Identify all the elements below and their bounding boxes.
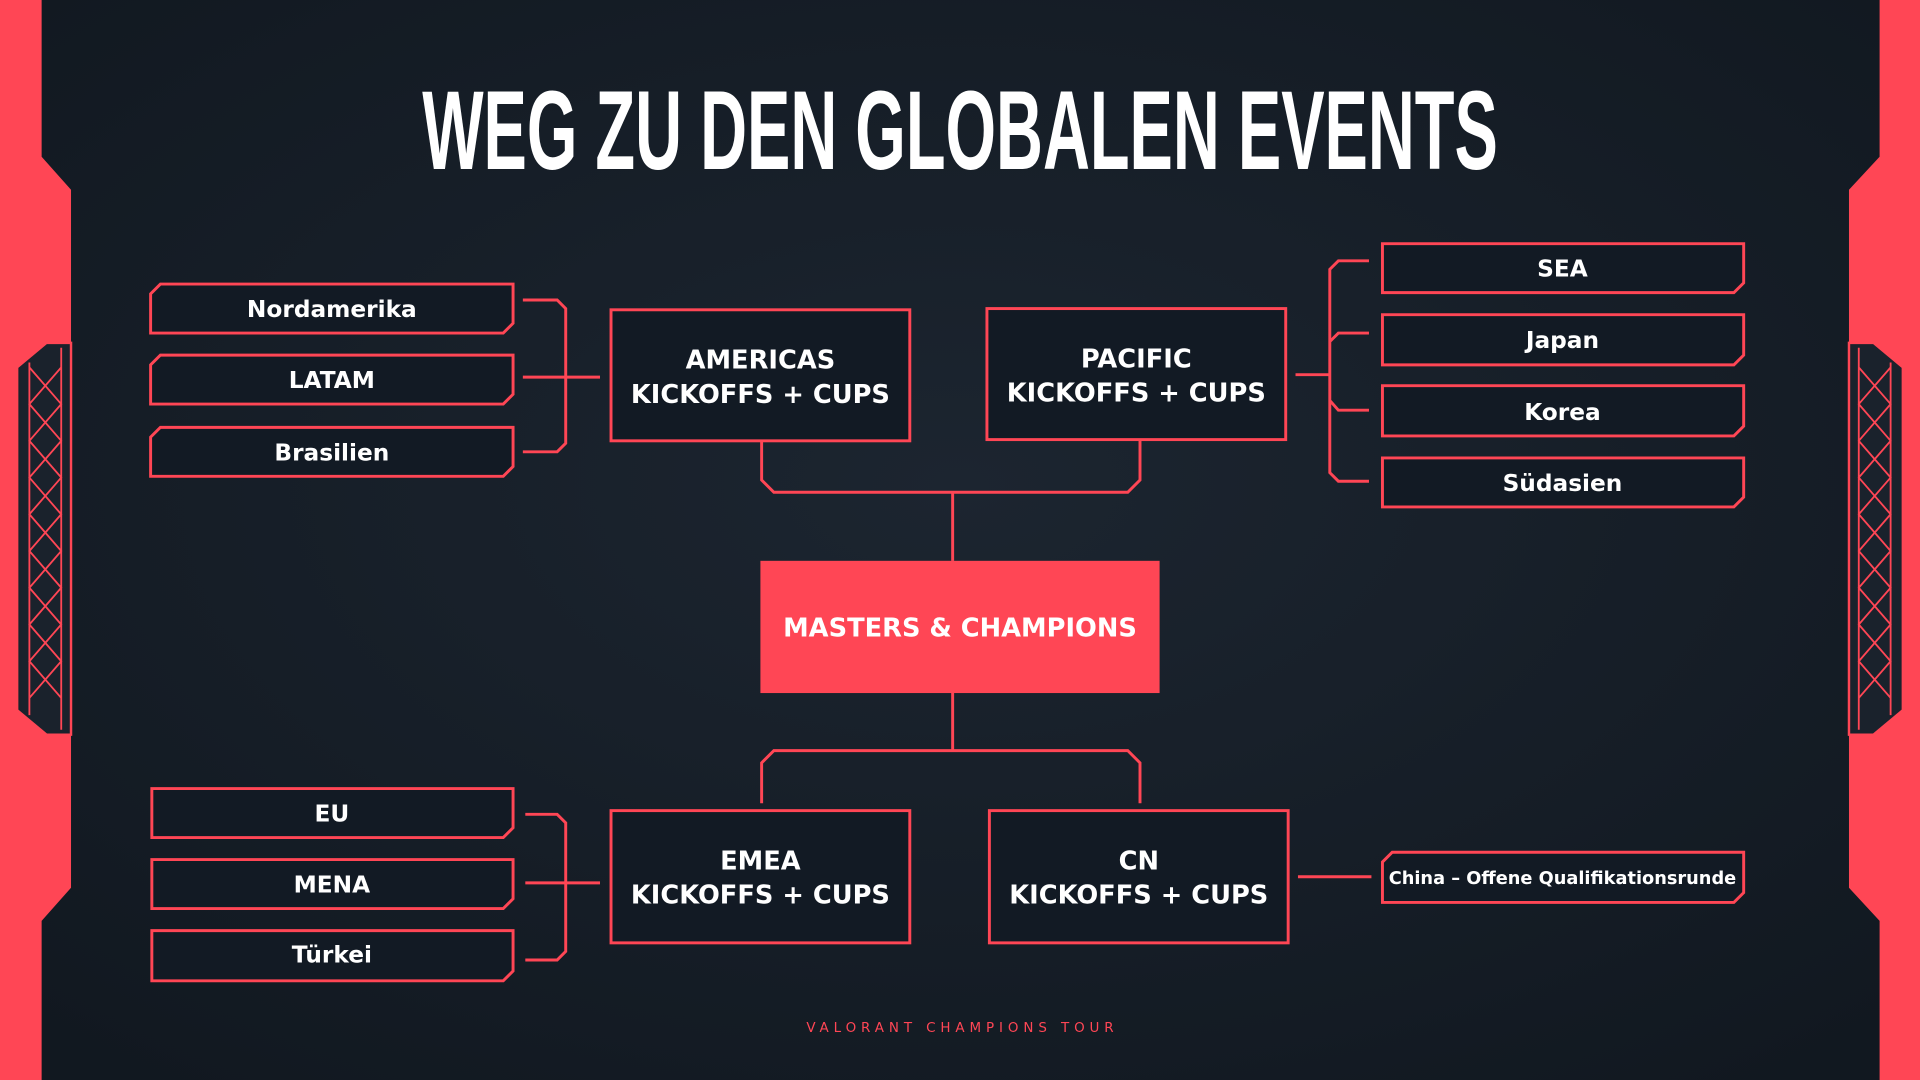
region-japan: Japan xyxy=(1380,313,1746,367)
svg-text:Korea: Korea xyxy=(1524,399,1601,426)
americas-kickoffs-box: AMERICAS KICKOFFS + CUPS xyxy=(609,308,912,443)
svg-text:PACIFIC: PACIFIC xyxy=(1081,344,1192,374)
svg-text:KICKOFFS + CUPS: KICKOFFS + CUPS xyxy=(1007,379,1266,409)
svg-text:KICKOFFS + CUPS: KICKOFFS + CUPS xyxy=(1009,881,1268,911)
page-title: WEG ZU DEN GLOBALEN EVENTS xyxy=(422,67,1498,193)
svg-text:KICKOFFS + CUPS: KICKOFFS + CUPS xyxy=(631,881,890,911)
svg-text:Türkei: Türkei xyxy=(292,941,372,968)
connector-lines xyxy=(522,259,1372,962)
region-tuerkei: Türkei xyxy=(150,929,515,983)
svg-text:China – Offene Qualifikationsr: China – Offene Qualifikationsrunde xyxy=(1389,869,1737,889)
svg-text:SEA: SEA xyxy=(1537,256,1588,283)
region-brasilien: Brasilien xyxy=(149,425,515,478)
region-mena: MENA xyxy=(150,858,515,911)
svg-text:Japan: Japan xyxy=(1524,327,1599,354)
svg-text:EU: EU xyxy=(314,801,349,828)
svg-text:AMERICAS: AMERICAS xyxy=(686,346,836,376)
cn-kickoffs-box: CN KICKOFFS + CUPS xyxy=(987,809,1290,945)
region-china-open-qualifier: China – Offene Qualifikationsrunde xyxy=(1380,850,1746,904)
left-frame xyxy=(0,0,73,1080)
svg-text:KICKOFFS + CUPS: KICKOFFS + CUPS xyxy=(631,380,890,410)
masters-champions-box: MASTERS & CHAMPIONS xyxy=(760,560,1160,694)
svg-text:Brasilien: Brasilien xyxy=(274,439,389,466)
region-latam: LATAM xyxy=(149,353,515,406)
pacific-kickoffs-box: PACIFIC KICKOFFS + CUPS xyxy=(985,307,1288,442)
region-nordamerika: Nordamerika xyxy=(149,282,515,335)
svg-text:CN: CN xyxy=(1119,846,1159,876)
svg-text:LATAM: LATAM xyxy=(289,367,375,394)
region-sea: SEA xyxy=(1380,242,1746,295)
emea-kickoffs-box: EMEA KICKOFFS + CUPS xyxy=(609,809,912,945)
region-eu: EU xyxy=(150,787,515,840)
footer-brand: VALORANT CHAMPIONS TOUR xyxy=(806,1021,1118,1036)
svg-text:MENA: MENA xyxy=(294,872,370,899)
region-korea: Korea xyxy=(1380,384,1746,438)
svg-text:EMEA: EMEA xyxy=(720,846,801,876)
right-frame xyxy=(1847,0,1920,1080)
region-suedasien: Südasien xyxy=(1380,456,1746,509)
svg-text:Südasien: Südasien xyxy=(1503,470,1623,497)
svg-text:Nordamerika: Nordamerika xyxy=(247,296,417,323)
svg-text:MASTERS & CHAMPIONS: MASTERS & CHAMPIONS xyxy=(783,614,1137,644)
